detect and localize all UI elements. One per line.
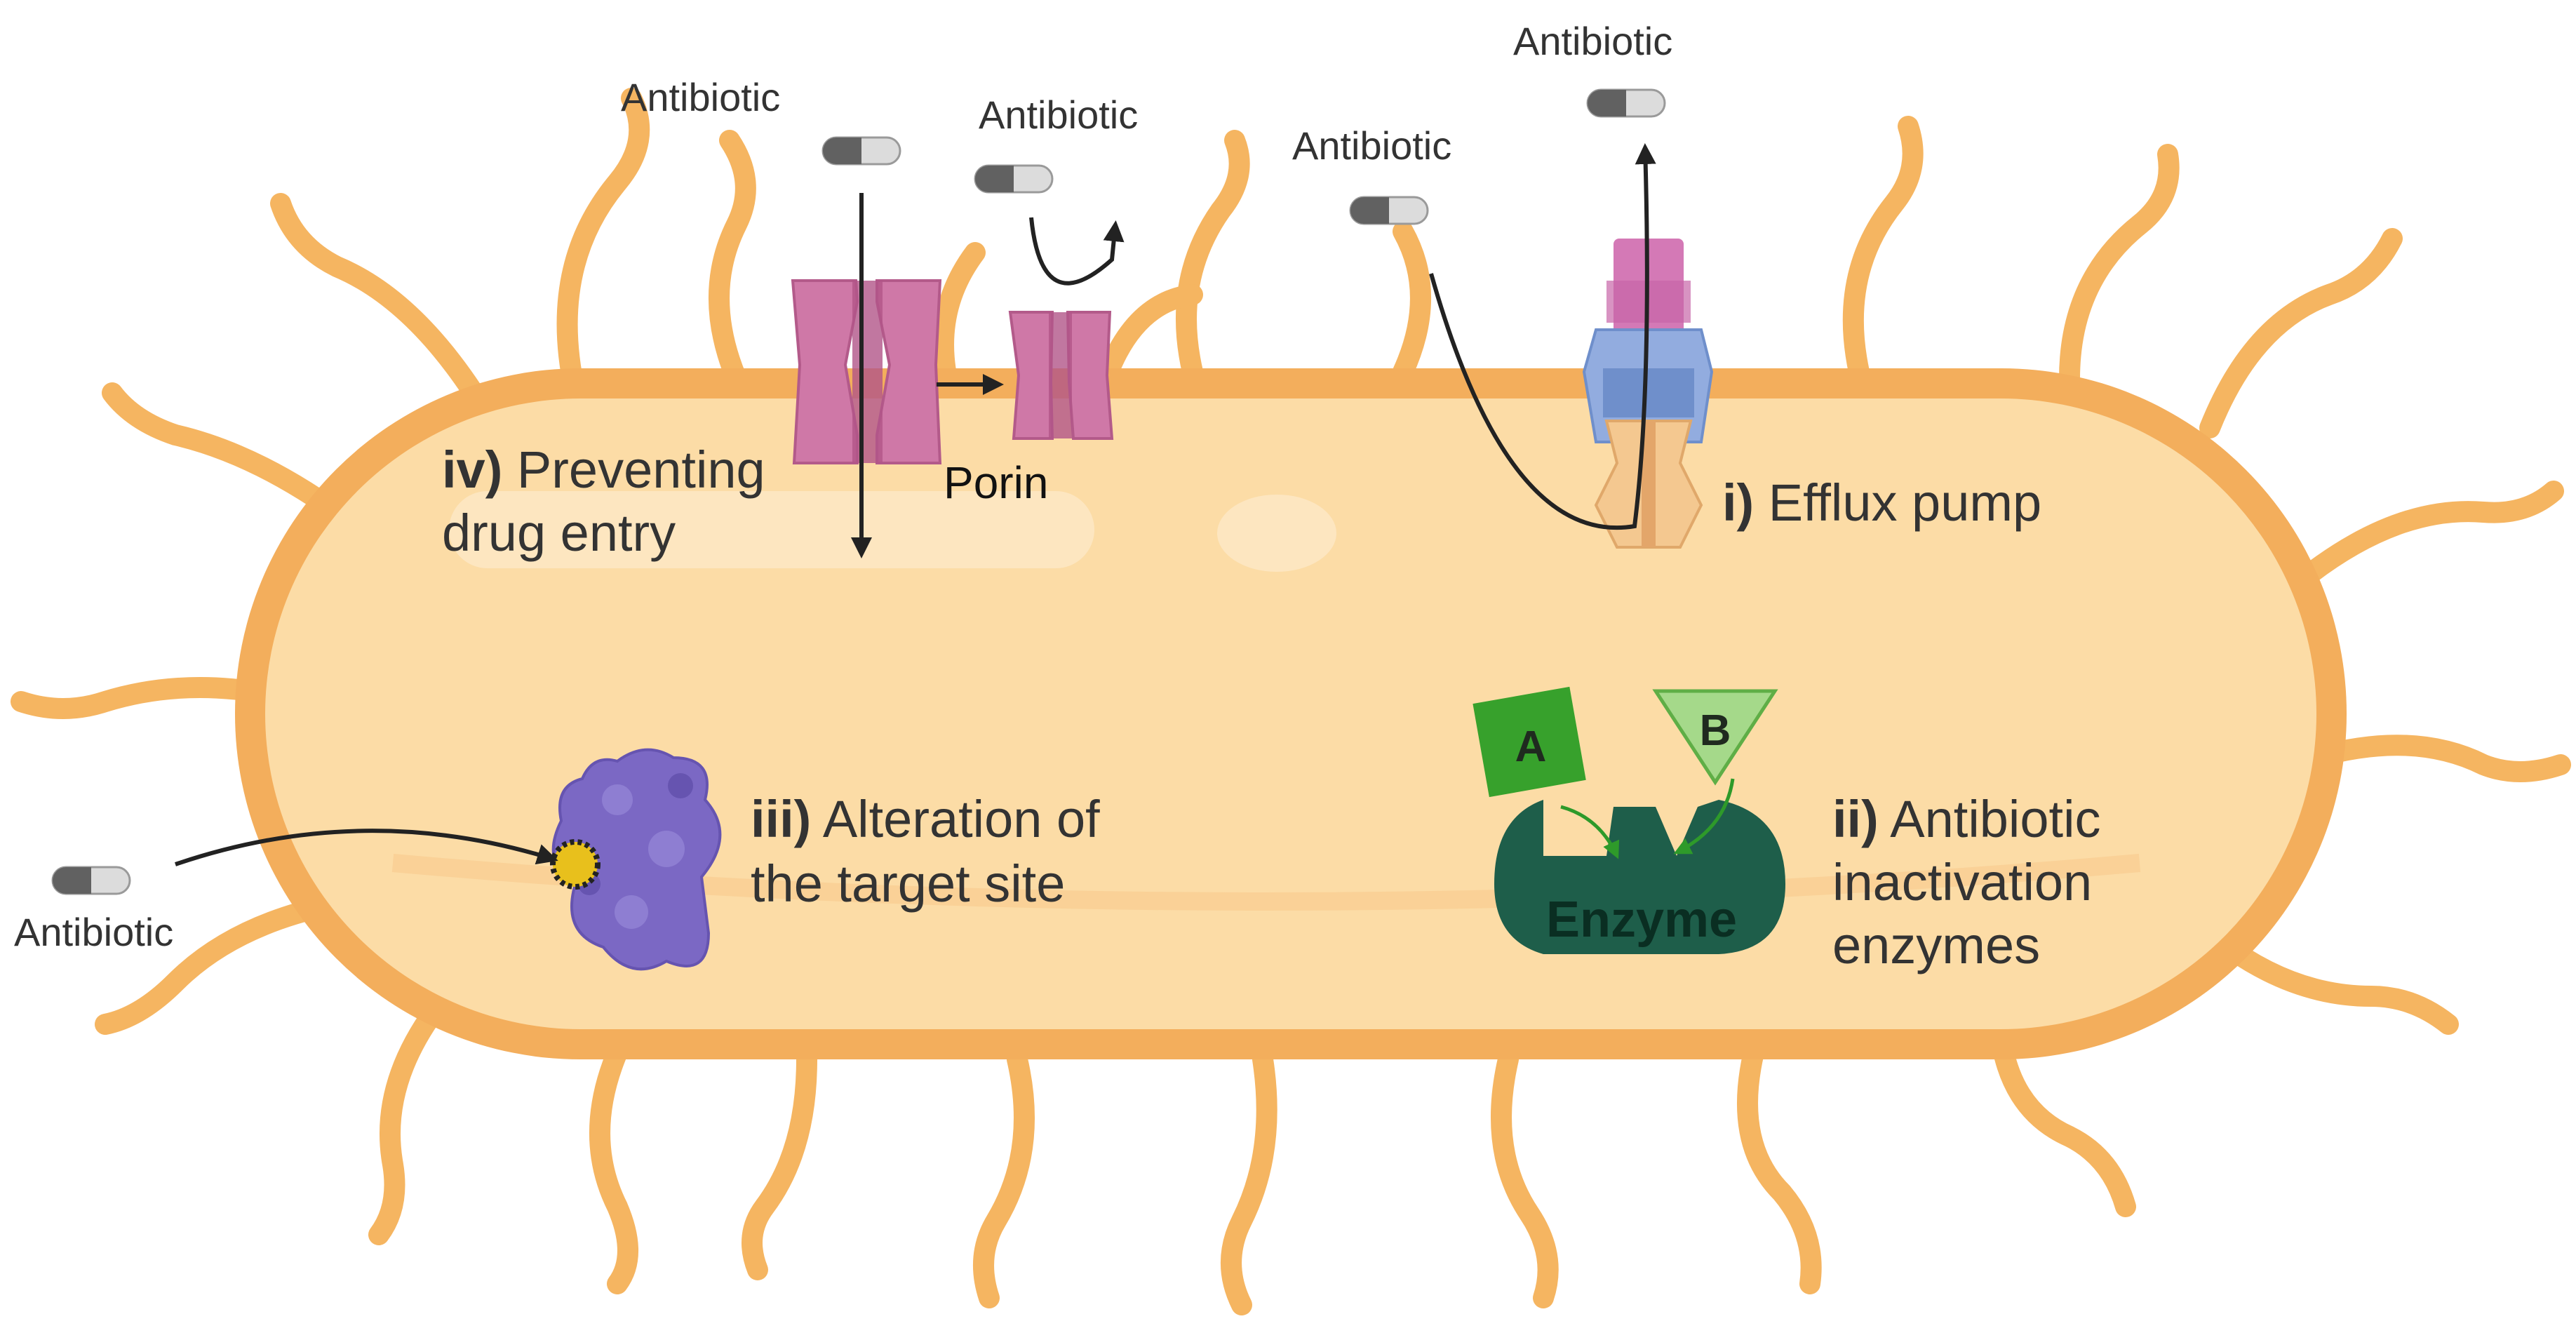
flagellum [2199, 923, 2459, 1035]
flagellum [1221, 1049, 1277, 1315]
flagellum [95, 895, 340, 1035]
mechanism-iii-label: iii) Alteration of [751, 790, 1100, 848]
flagellum [1393, 221, 1431, 382]
flagellum [742, 1049, 817, 1280]
flagellum [933, 242, 986, 389]
capsule-icon [821, 136, 901, 166]
substrate-b-arrow [1673, 778, 1735, 855]
cell-highlight [449, 491, 1094, 568]
flagellum [1737, 1042, 1822, 1294]
flagellum [1842, 116, 1924, 382]
flagellum [2297, 481, 2564, 586]
reduced-porin-icon [1008, 311, 1114, 440]
porin-channel-icon [791, 279, 942, 464]
bacterial-cell [235, 368, 2347, 1059]
substrate-a-label: A [1515, 723, 1547, 771]
flagellum [973, 1049, 1035, 1308]
mechanism-ii-label-line3: enzymes [1832, 916, 2040, 974]
flagellum [368, 1000, 445, 1245]
capsule-icon [51, 866, 131, 895]
efflux-pump-icon [1582, 239, 1714, 549]
mechanism-ii-label-line2: inactivation [1832, 853, 2092, 911]
target-protein-icon [550, 748, 722, 971]
flagellum [270, 193, 502, 431]
mechanism-iii-label-line2: the target site [751, 855, 1065, 913]
flagellum [1989, 1014, 2136, 1217]
mechanism-iv-label-line2: drug entry [442, 504, 676, 562]
flagellum [2059, 144, 2180, 389]
flagellum [1176, 130, 1250, 382]
capsule-icon [974, 164, 1054, 194]
capsule-icon [1586, 88, 1666, 118]
flagellum [1098, 284, 1203, 382]
cell-highlight-dot [1217, 495, 1336, 572]
enzyme-label: Enzyme [1546, 892, 1737, 948]
flagellum [2305, 735, 2571, 782]
efflux-arrow [1429, 143, 1656, 530]
flagellum [2199, 228, 2403, 438]
target-arrow [175, 829, 558, 866]
blocked-arrow [1029, 217, 1125, 286]
flagellum [556, 88, 650, 403]
antibiotic-label-target: Antibiotic [14, 910, 173, 954]
flagellum [709, 130, 756, 389]
antibiotic-label-porin: Antibiotic [621, 75, 780, 119]
mechanism-iv-label: iv) Preventing [442, 441, 765, 499]
flagellum [1491, 1049, 1559, 1308]
antibiotic-label-efflux-out: Antibiotic [1513, 19, 1672, 63]
flagellum [589, 1042, 638, 1294]
antibiotic-label-blocked: Antibiotic [979, 93, 1138, 137]
mechanism-i-label: i) Efflux pump [1722, 474, 2041, 532]
porin-label: Porin [944, 457, 1048, 508]
substrate-a: A [1473, 686, 1586, 798]
enzyme-icon: Enzyme [1494, 800, 1785, 954]
substrate-b-label: B [1700, 706, 1731, 755]
substrate-a-arrow [1560, 805, 1620, 859]
antibiotic-label-efflux-in: Antibiotic [1292, 123, 1451, 168]
capsule-icon [1349, 196, 1429, 225]
mechanism-ii-label: ii) Antibiotic [1832, 790, 2101, 848]
flagella [11, 88, 2571, 1315]
substrate-b: B [1652, 689, 1778, 786]
